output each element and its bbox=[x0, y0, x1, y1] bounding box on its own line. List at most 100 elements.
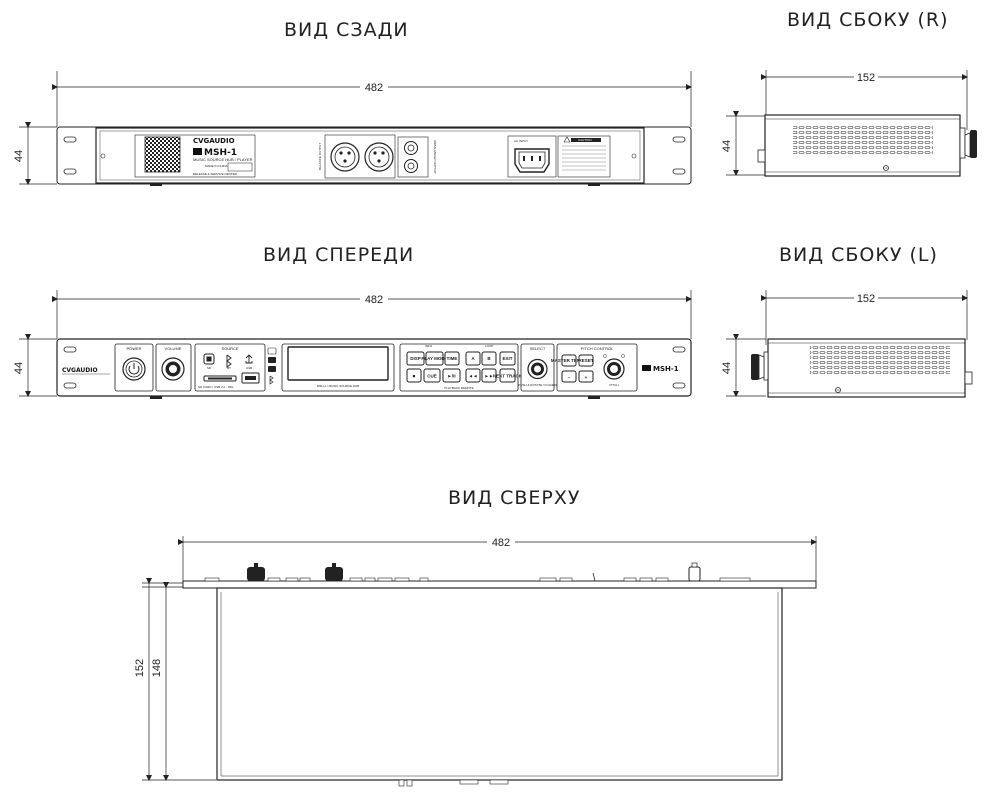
display-caption: MSH-1 / MUSIC SOURCE HUB bbox=[317, 384, 359, 388]
source-label: SOURCE bbox=[221, 346, 238, 351]
loop-label: LOOP bbox=[485, 344, 493, 348]
top-width-label: 482 bbox=[492, 537, 510, 549]
rack-hole-icon bbox=[672, 346, 686, 353]
ac-input-label: AC INPUT bbox=[514, 139, 528, 143]
chassis-top bbox=[216, 587, 783, 781]
pitch-plus-button[interactable] bbox=[578, 370, 594, 383]
next-track-button[interactable] bbox=[499, 368, 516, 383]
balance-output-section: BALANCE OUTPUT bbox=[318, 134, 396, 179]
source-sd-label: SD bbox=[207, 366, 212, 370]
source-bt-label: BT bbox=[227, 366, 231, 370]
rear-model: MSH-1 bbox=[204, 148, 237, 158]
forward-button-label: ►► bbox=[485, 374, 494, 379]
pitch-minus-button-label: − bbox=[568, 375, 571, 380]
ac-input-section: AC INPUT bbox=[507, 135, 557, 178]
rear-brand: CVGAUDIO bbox=[193, 137, 235, 145]
volume-label: VOLUME bbox=[165, 346, 182, 351]
forward-button[interactable] bbox=[481, 368, 497, 383]
front-view-title: ВИД СПЕРЕДИ bbox=[263, 244, 415, 266]
play-mode-button[interactable] bbox=[425, 351, 444, 366]
rear-height-label: 44 bbox=[13, 150, 25, 162]
vent-slots bbox=[793, 124, 933, 155]
rack-hole-icon bbox=[63, 168, 77, 175]
rack-hole-icon bbox=[63, 136, 77, 143]
source-usb-label: USB bbox=[246, 366, 252, 370]
top-view: 482 152 148 bbox=[134, 535, 817, 787]
stop-button[interactable] bbox=[406, 368, 422, 383]
info-label: INFO bbox=[425, 344, 433, 348]
service-center-label: RELEASE & SERVICE CENTER bbox=[193, 172, 238, 176]
disp-button-label: DISP bbox=[410, 356, 421, 361]
playback-buttons-row1: DISP PLAY MODE TIME A B EXIT bbox=[406, 351, 516, 366]
side-r-view-title: ВИД СБОКУ (R) bbox=[787, 9, 949, 31]
time-button[interactable] bbox=[444, 351, 460, 366]
sd-card-caption: SD CARD / USB 2.0 - 32G bbox=[198, 385, 234, 389]
side-r-view: 152 44 bbox=[721, 70, 977, 177]
pitch-plus-button-label: + bbox=[585, 375, 588, 380]
pitch-caption: PITCH bbox=[610, 383, 619, 387]
balance-output-label: BALANCE OUTPUT bbox=[318, 143, 322, 170]
loop-b-button[interactable] bbox=[481, 351, 497, 366]
loop-a-button[interactable] bbox=[465, 351, 481, 366]
side-r-height-label: 44 bbox=[721, 140, 733, 152]
bluetooth-icon[interactable] bbox=[226, 354, 232, 368]
master-tempo-button-label: MASTER TEMPO bbox=[551, 358, 588, 363]
power-icon bbox=[128, 365, 140, 375]
side-l-height-label: 44 bbox=[721, 362, 733, 374]
front-model: MSH-1 bbox=[653, 365, 679, 373]
next-track-button-label: NEXT TRACK bbox=[493, 374, 523, 379]
rack-hole-icon bbox=[672, 168, 686, 175]
play-mode-button-label: PLAY MODE bbox=[421, 356, 447, 361]
rack-hole-icon bbox=[672, 136, 686, 143]
side-l-view-title: ВИД СБОКУ (L) bbox=[779, 244, 938, 266]
rack-hole-icon bbox=[672, 382, 686, 389]
select-label: SELECT bbox=[530, 346, 546, 351]
power-label: POWER bbox=[126, 346, 141, 351]
rack-hole-icon bbox=[63, 346, 77, 353]
usb-icon[interactable] bbox=[245, 354, 253, 364]
playback-buttons-row2: ■ CUE ►/II ◄◄ ►► NEXT TRACK bbox=[406, 368, 523, 383]
rewind-button[interactable] bbox=[465, 368, 481, 383]
caution-label-section: CAUTION bbox=[557, 135, 611, 178]
play-pause-button-label: ►/II bbox=[447, 374, 455, 379]
screw-icon bbox=[883, 165, 889, 171]
play-pause-button[interactable] bbox=[442, 368, 461, 383]
pitch-knob-top-icon bbox=[688, 566, 701, 582]
rear-view: 482 44 CVGAUDIO MSH-1 MUSIC SOURCE HUB /… bbox=[13, 71, 692, 186]
pitch-minus-button[interactable] bbox=[561, 370, 577, 383]
top-depth-outer-label: 152 bbox=[134, 659, 146, 677]
select-knob-top-icon bbox=[325, 567, 343, 581]
rear-subtitle: MUSIC SOURCE HUB / PLAYER bbox=[193, 157, 253, 162]
lcd-display bbox=[287, 346, 389, 381]
exit-button-label: EXIT bbox=[502, 356, 512, 361]
playback-caption: PLAYBACK REMOTE bbox=[444, 386, 473, 390]
disp-button[interactable] bbox=[406, 351, 425, 366]
front-width-label: 482 bbox=[365, 294, 383, 306]
rear-view-title: ВИД СЗАДИ bbox=[284, 19, 409, 41]
select-caption: PUSH & ROTATE / FOLDER bbox=[518, 383, 557, 387]
vent-slots bbox=[810, 346, 950, 374]
warning-triangle-icon bbox=[563, 136, 571, 143]
made-in-label: MADE IN CHINA bbox=[205, 164, 228, 168]
rewind-button-label: ◄◄ bbox=[469, 374, 478, 379]
stop-button-label: ■ bbox=[413, 374, 416, 379]
time-button-label: TIME bbox=[447, 356, 458, 361]
knob-side-icon bbox=[751, 354, 759, 380]
top-depth-inner-label: 148 bbox=[151, 659, 163, 677]
screw-icon bbox=[835, 387, 841, 393]
side-r-depth-label: 152 bbox=[857, 72, 875, 84]
rack-hole-icon bbox=[63, 382, 77, 389]
front-brand: CVGAUDIO bbox=[62, 367, 98, 374]
loop-a-button-label: A bbox=[471, 356, 475, 361]
master-tempo-button[interactable] bbox=[561, 354, 577, 367]
pitch-reset-button[interactable] bbox=[578, 354, 594, 367]
qr-code-icon bbox=[144, 136, 181, 173]
side-l-view: 152 44 bbox=[721, 290, 973, 398]
volume-knob-top-icon bbox=[247, 567, 265, 581]
exit-button[interactable] bbox=[499, 351, 516, 366]
knob-side-icon bbox=[970, 130, 977, 158]
rear-width-label: 482 bbox=[365, 82, 383, 94]
unbalanced-output-label: UNBALANCED OUTPUT bbox=[433, 140, 437, 174]
cue-button[interactable] bbox=[423, 368, 441, 383]
